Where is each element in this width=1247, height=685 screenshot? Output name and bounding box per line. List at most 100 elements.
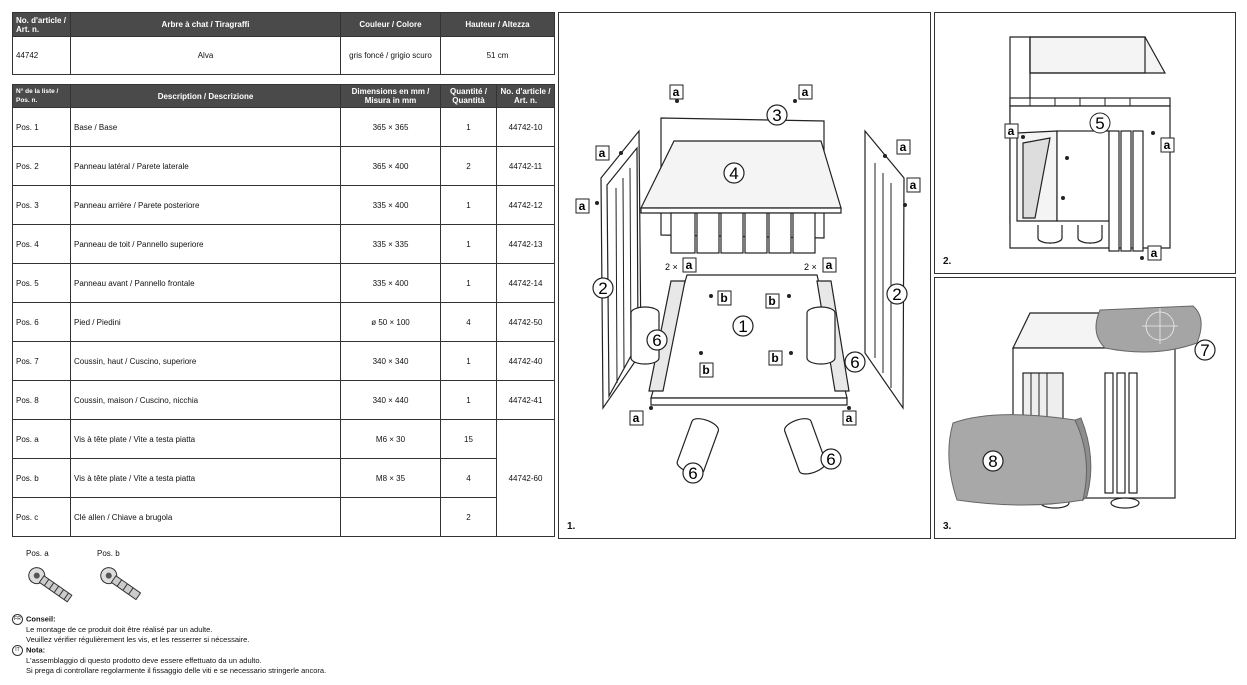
cell-pos: Pos. 2: [12, 146, 71, 186]
cell-qty: 1: [440, 341, 497, 381]
step-3-label: 3.: [943, 521, 952, 532]
parts-table-header: N° de la liste / Pos. n. Description / D…: [12, 84, 555, 108]
cell-desc: Coussin, haut / Cuscino, superiore: [70, 341, 341, 381]
tag-a: a: [910, 178, 917, 192]
cell-qty: 1: [440, 224, 497, 264]
part-number-3: 3: [772, 106, 781, 125]
cell-desc: Coussin, maison / Cuscino, nicchia: [70, 380, 341, 420]
quantity-2x-left: 2 ×: [665, 262, 678, 272]
cell-dim: [340, 497, 441, 537]
cell-qty: 1: [440, 107, 497, 147]
note-it-head: Nota:: [26, 645, 46, 655]
cell-qty: 15: [440, 419, 497, 459]
step-2-label: 2.: [943, 256, 952, 267]
feet-6: [630, 306, 836, 475]
cell-color: gris foncé / grigio scuro: [340, 36, 441, 75]
header-height: Hauteur / Altezza: [440, 12, 555, 37]
screw-illustrations: [28, 567, 142, 603]
cell-qty: 2: [440, 146, 497, 186]
cell-dim: 340 × 340: [340, 341, 441, 381]
cell-qty: 2: [440, 497, 497, 537]
header-color: Couleur / Colore: [340, 12, 441, 37]
cell-dim: 365 × 400: [340, 146, 441, 186]
screw-b-label: Pos. b: [97, 549, 120, 558]
assembly-step-1-panel: 3 4 2 2 1 6 6 6 6 a a a a a a a: [558, 12, 931, 539]
quantity-2x-right: 2 ×: [804, 262, 817, 272]
cell-art: 44742-11: [496, 146, 555, 186]
header-art: No. d'article / Art. n.: [496, 84, 555, 108]
cell-pos: Pos. b: [12, 458, 71, 498]
cell-qty: 4: [440, 302, 497, 342]
note-fr-head: Conseil:: [26, 614, 56, 624]
cell-desc: Clé allen / Chiave a brugola: [70, 497, 341, 537]
cell-art: 44742-50: [496, 302, 555, 342]
product-row: 44742 Alva gris foncé / grigio scuro 51 …: [12, 36, 555, 75]
cell-desc: Panneau de toit / Pannello superiore: [70, 224, 341, 264]
part-number-2-left: 2: [598, 279, 607, 298]
cell-pos: Pos. 3: [12, 185, 71, 225]
cell-desc: Pied / Piedini: [70, 302, 341, 342]
part-number-6-c: 6: [688, 464, 697, 483]
cell-desc: Vis à tête plate / Vite a testa piatta: [70, 419, 341, 459]
cell-pos: Pos. 5: [12, 263, 71, 303]
assembly-step-2-panel: 5 a a a 2.: [934, 12, 1236, 274]
tag-a: a: [633, 411, 640, 425]
cell-dim: 335 × 335: [340, 224, 441, 264]
tag-a: a: [599, 146, 606, 160]
cell-desc: Panneau latéral / Parete laterale: [70, 146, 341, 186]
cell-dim: 365 × 365: [340, 107, 441, 147]
cell-desc: Vis à tête plate / Vite a testa piatta: [70, 458, 341, 498]
cell-qty: 4: [440, 458, 497, 498]
part-number-1: 1: [738, 317, 747, 336]
cell-dim: 340 × 440: [340, 380, 441, 420]
tag-b: b: [768, 294, 775, 308]
cell-pos: Pos. 1: [12, 107, 71, 147]
roof-edge: [640, 207, 842, 214]
it-flag-icon: IT: [12, 645, 23, 656]
note-fr-line2: Veuillez vérifier régulièrement les vis,…: [26, 635, 250, 644]
cell-dim: ø 50 × 100: [340, 302, 441, 342]
tag-a: a: [1151, 246, 1158, 260]
cell-art: 44742-10: [496, 107, 555, 147]
cell-qty: 1: [440, 185, 497, 225]
part-number-7: 7: [1200, 341, 1209, 360]
cell-desc: Base / Base: [70, 107, 341, 147]
tag-a: a: [846, 411, 853, 425]
cushions-diagram: 7 8: [948, 305, 1216, 509]
part-number-5: 5: [1095, 114, 1104, 133]
tag-a: a: [900, 140, 907, 154]
cell-art: 44742-60: [496, 419, 555, 537]
cell-dim: M8 × 35: [340, 458, 441, 498]
cushion-house-8: [948, 414, 1092, 506]
cell-art: 44742-41: [496, 380, 555, 420]
cell-pos: Pos. 4: [12, 224, 71, 264]
cell-pos: Pos. 6: [12, 302, 71, 342]
parts-table: N° de la liste / Pos. n. Description / D…: [12, 84, 555, 537]
cell-art: 44742-12: [496, 185, 555, 225]
cell-art: 44742-14: [496, 263, 555, 303]
product-table-header: No. d'article / Art. n. Arbre à chat / T…: [12, 12, 555, 37]
fr-flag-icon: FR: [12, 614, 23, 625]
screw-b-icon: [100, 567, 142, 601]
cell-qty: 1: [440, 263, 497, 303]
tag-a: a: [686, 258, 693, 272]
header-qty: Quantité / Quantità: [440, 84, 497, 108]
screw-a-label: Pos. a: [26, 549, 49, 558]
header-desc: Description / Descrizione: [70, 84, 341, 108]
cushion-top-7: [1095, 305, 1202, 353]
cell-height: 51 cm: [440, 36, 555, 75]
header-pos: N° de la liste / Pos. n.: [12, 84, 71, 108]
part-number-4: 4: [729, 164, 738, 183]
note-it-line1: L'assemblaggio di questo prodotto deve e…: [26, 656, 262, 665]
tag-a: a: [1008, 124, 1015, 138]
